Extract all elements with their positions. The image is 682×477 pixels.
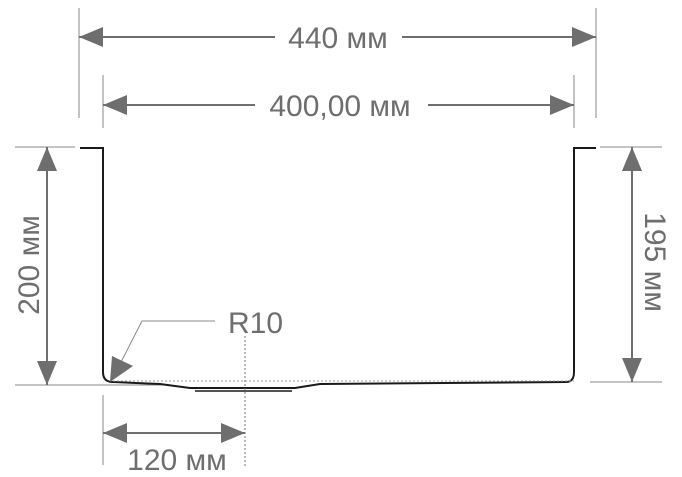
bowl-width-label: 400,00 мм xyxy=(269,90,410,123)
sink-profile xyxy=(80,147,596,392)
corner-radius-label: R10 xyxy=(228,307,283,340)
corner-radius-callout: R10 xyxy=(110,307,283,382)
drain-offset-label: 120 мм xyxy=(127,444,227,477)
dimension-overall-depth: 200 мм xyxy=(13,147,57,385)
dimension-bowl-depth: 195 мм xyxy=(622,147,671,382)
extension-lines xyxy=(15,8,662,465)
overall-depth-label: 200 мм xyxy=(13,215,46,315)
dimension-bowl-width: 400,00 мм xyxy=(103,90,574,123)
dimension-overall-width: 440 мм xyxy=(79,22,596,55)
overall-width-label: 440 мм xyxy=(288,22,388,55)
bowl-depth-label: 195 мм xyxy=(638,212,671,312)
dimension-drain-offset: 120 мм xyxy=(103,336,246,477)
